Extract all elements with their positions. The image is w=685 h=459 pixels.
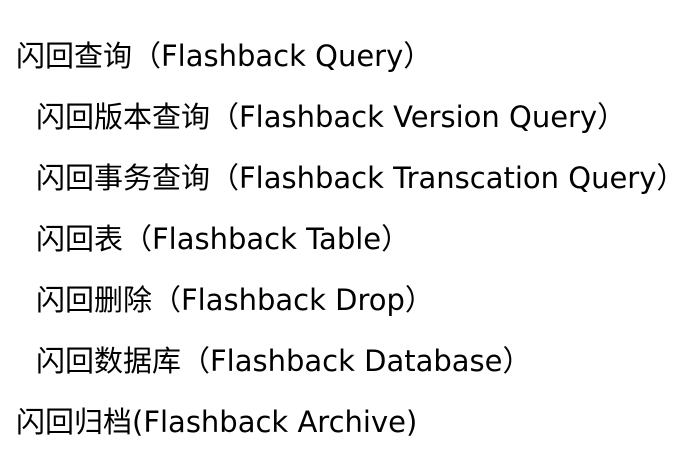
- outline-item-label: 闪回删除（Flashback Drop）: [36, 283, 434, 317]
- outline-item-flashback-database: 闪回数据库（Flashback Database）: [0, 331, 685, 392]
- outline-item-label: 闪回版本查询（Flashback Version Query）: [36, 100, 627, 134]
- outline-item-label: 闪回归档(Flashback Archive): [16, 405, 418, 439]
- outline-item-flashback-version-query: 闪回版本查询（Flashback Version Query）: [0, 87, 685, 148]
- outline-item-flashback-archive: 闪回归档(Flashback Archive): [0, 392, 685, 453]
- outline-item-label: 闪回数据库（Flashback Database）: [36, 344, 532, 378]
- outline-item-label: 闪回查询（Flashback Query）: [16, 39, 433, 73]
- outline-item-flashback-drop: 闪回删除（Flashback Drop）: [0, 270, 685, 331]
- outline-item-flashback-transaction-query: 闪回事务查询（Flashback Transcation Query）: [0, 148, 685, 209]
- outline-item-flashback-query: 闪回查询（Flashback Query）: [0, 26, 685, 87]
- outline-item-label: 闪回事务查询（Flashback Transcation Query）: [36, 161, 685, 195]
- outline-item-label: 闪回表（Flashback Table）: [36, 222, 411, 256]
- outline-item-flashback-table: 闪回表（Flashback Table）: [0, 209, 685, 270]
